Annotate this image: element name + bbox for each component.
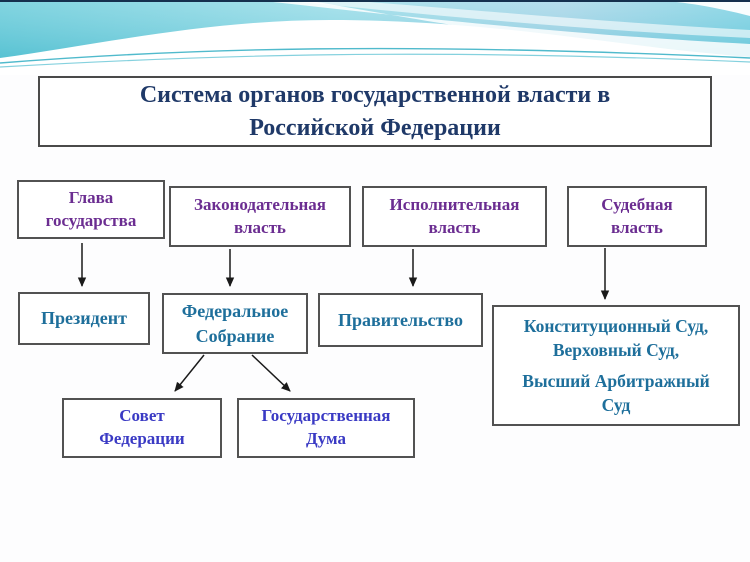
node-sudebnaya-vlast: Судебная власть (567, 186, 707, 247)
node-label-line: Конституционный Суд, (523, 315, 709, 336)
wave-white-streak (255, 0, 750, 58)
node-label-line: государства (45, 210, 137, 230)
slide-title-box: Система органов государственной власти в… (38, 76, 712, 147)
wave-white-streak-2 (280, 0, 750, 38)
node-sovet-federacii: Совет Федерации (62, 398, 222, 458)
node-label-line: Глава (68, 187, 114, 207)
node-label-line: Высший Арбитражный (522, 370, 710, 391)
node-label-line: Собрание (195, 325, 275, 346)
node-label-line: Суд (601, 395, 631, 415)
node-label-line: власть (428, 217, 481, 237)
node-prezident: Президент (18, 292, 150, 345)
node-label-line: Верховный Суд, (552, 340, 680, 360)
node-pravitelstvo: Правительство (318, 293, 483, 347)
wave-decoration (0, 0, 750, 75)
node-label-line: Дума (306, 429, 346, 448)
wave-bottom-hump (0, 20, 750, 75)
wave-thin-line-1 (0, 47, 750, 64)
node-gosudarstvennaya-duma: Государственная Дума (237, 398, 415, 458)
node-glava-gosudarstva: Глава государства (17, 180, 165, 239)
node-label-line: Федерации (99, 429, 185, 448)
node-label-line: Государственная (261, 406, 391, 426)
title-line-2: Российской Федерации (249, 114, 501, 141)
node-label-line: Исполнительная (389, 194, 520, 214)
wave-corner-wedge (655, 0, 750, 16)
node-label-line: Федеральное (181, 301, 289, 322)
node-federalnoe-sobranie: Федеральное Собрание (162, 293, 308, 354)
node-zakonodatelnaya-vlast: Законодательная власть (169, 186, 351, 247)
node-label-line: Совет (119, 406, 165, 426)
top-edge-line (0, 0, 750, 2)
arrow-fedsobranie-to-sovfed (174, 354, 205, 392)
node-label-line: власть (611, 217, 663, 237)
wave-band (0, 0, 750, 72)
node-label-line: Судебная (601, 194, 673, 214)
node-label-line: Президент (41, 308, 127, 329)
node-label-line: власть (234, 217, 286, 237)
wave-thin-line-2 (0, 53, 750, 68)
wave-band-shade (0, 0, 750, 72)
arrow-fedsobranie-to-gosduma (251, 354, 291, 392)
node-label-line: Правительство (338, 309, 463, 330)
title-line-1: Система органов государственной власти в (139, 82, 611, 109)
node-ispolnitelnaya-vlast: Исполнительная власть (362, 186, 547, 247)
node-courts: Конституционный Суд, Верховный Суд, Высш… (492, 305, 740, 426)
node-label-line: Законодательная (194, 194, 326, 214)
